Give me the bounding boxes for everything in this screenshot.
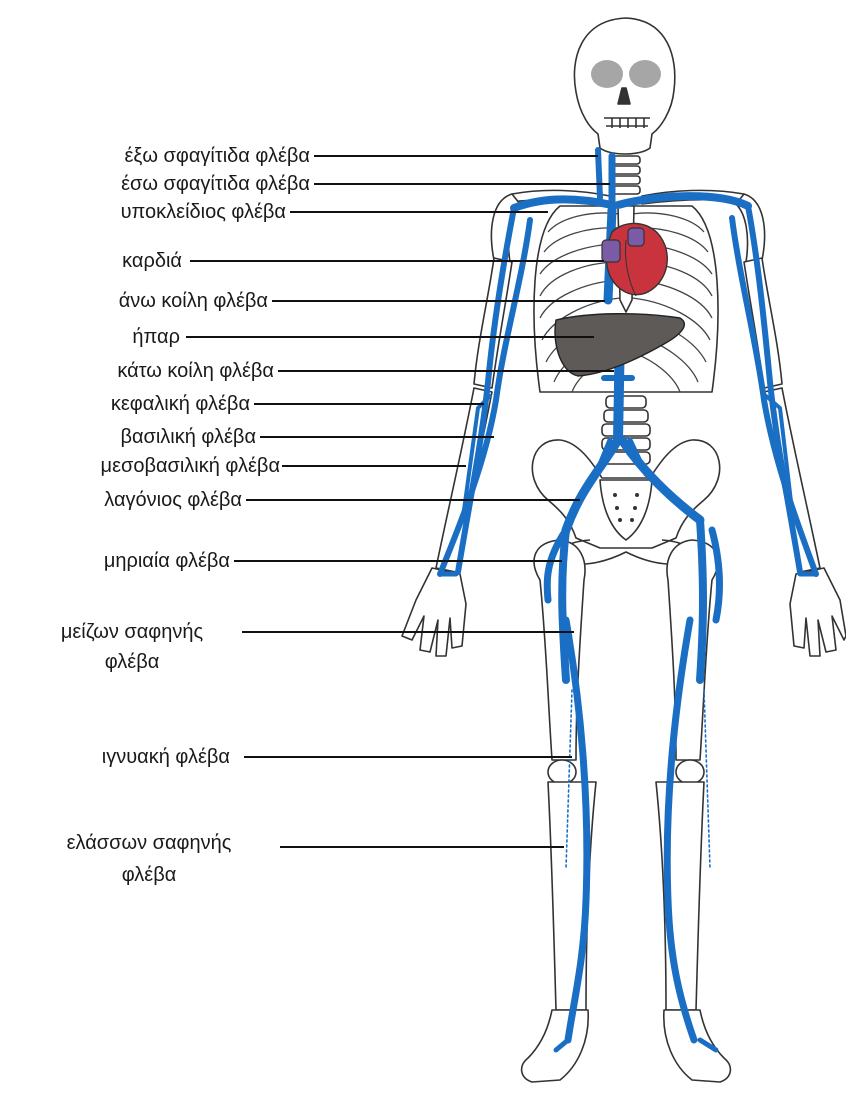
left-hand bbox=[402, 568, 466, 656]
label-small-saphenous-vein-line1: ελάσσων σαφηνής bbox=[24, 831, 274, 855]
right-femoral-vein bbox=[700, 520, 703, 680]
label-small-saphenous-vein-line2: φλέβα bbox=[24, 863, 274, 887]
right-subclavian-vein bbox=[618, 196, 748, 206]
right-small-saphenous-vein bbox=[704, 690, 710, 868]
skull bbox=[574, 18, 674, 154]
label-heart: καρδιά bbox=[122, 249, 182, 273]
label-great-saphenous-vein-line1: μείζων σαφηνής bbox=[26, 620, 238, 644]
left-foot bbox=[522, 1010, 589, 1082]
label-great-saphenous-vein-line2: φλέβα bbox=[26, 650, 238, 674]
label-inferior-vena-cava: κάτω κοίλη φλέβα bbox=[117, 359, 274, 383]
label-cephalic-vein: κεφαλική φλέβα bbox=[111, 392, 250, 416]
label-internal-jugular-vein: έσω σφαγίτιδα φλέβα bbox=[121, 172, 310, 196]
label-liver: ήπαρ bbox=[132, 325, 180, 349]
right-hand bbox=[790, 568, 846, 656]
skeleton bbox=[402, 18, 846, 1082]
label-superior-vena-cava: άνω κοίλη φλέβα bbox=[119, 289, 268, 313]
right-patella bbox=[676, 760, 704, 784]
label-subclavian-vein: υποκλείδιος φλέβα bbox=[121, 200, 286, 224]
right-tibia bbox=[656, 782, 704, 1010]
left-femoral-vein bbox=[562, 530, 566, 680]
left-patella bbox=[548, 760, 576, 784]
right-foot bbox=[664, 1010, 731, 1082]
label-external-jugular-vein: έξω σφαγίτιδα φλέβα bbox=[124, 144, 310, 168]
neck-vertebrae bbox=[612, 156, 640, 194]
label-popliteal-vein: ιγνυακή φλέβα bbox=[102, 745, 230, 769]
label-femoral-vein: μηριαία φλέβα bbox=[104, 549, 230, 573]
label-basilic-vein: βασιλική φλέβα bbox=[120, 425, 256, 449]
left-cephalic-vein bbox=[458, 208, 514, 572]
label-median-basilic-vein: μεσοβασιλική φλέβα bbox=[101, 454, 280, 478]
external-jugular-vein bbox=[598, 150, 600, 198]
label-iliac-vein: λαγόνιος φλέβα bbox=[104, 488, 242, 512]
